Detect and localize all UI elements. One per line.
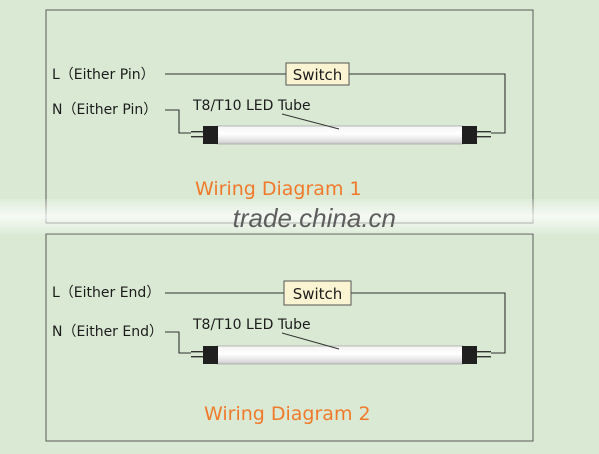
- watermark-band: [0, 199, 599, 234]
- live-label: L（Either Pin）: [52, 67, 155, 83]
- live-wire: [165, 73, 506, 134]
- neutral-wire: [165, 331, 191, 354]
- tube-right-pin: [477, 131, 491, 133]
- neutral-wire: [165, 109, 191, 134]
- led-tube: [191, 125, 491, 145]
- tube-left-pin: [191, 351, 203, 353]
- tube-label-leader: [281, 332, 340, 350]
- wiring-diagram-2: L（Either End） N（Either End） Switch T8/T1…: [45, 233, 534, 442]
- watermark-text: trade.china.cn: [233, 203, 396, 233]
- tube-right-cap: [462, 346, 477, 364]
- tube-label: T8/T10 LED Tube: [192, 98, 311, 114]
- wiring-diagram-1: L（Either Pin） N（Either Pin） Switch T8/T1…: [45, 9, 534, 224]
- tube-left-cap: [203, 126, 218, 144]
- tube-body: [216, 125, 464, 145]
- tube-left-pin: [191, 356, 203, 358]
- tube-label-leader: [281, 113, 340, 130]
- switch-label: Switch: [293, 66, 343, 84]
- watermark: trade.china.cn: [0, 199, 599, 234]
- tube-right-pin: [477, 356, 491, 358]
- switch: Switch: [283, 280, 352, 306]
- tube-right-pin: [477, 351, 491, 353]
- tube-label: T8/T10 LED Tube: [192, 317, 311, 333]
- switch-label: Switch: [293, 285, 343, 303]
- tube-left-pin: [191, 131, 203, 133]
- diagram-2-title: Wiring Diagram 2: [204, 403, 371, 425]
- switch-box: [283, 280, 352, 306]
- led-tube: [191, 345, 491, 365]
- live-wire: [165, 292, 506, 354]
- neutral-label: N（Either End）: [52, 324, 163, 340]
- live-label: L（Either End）: [52, 285, 160, 301]
- switch: Switch: [285, 62, 350, 86]
- neutral-label: N（Either Pin）: [52, 102, 157, 118]
- switch-box: [285, 62, 350, 86]
- tube-right-pin: [477, 136, 491, 138]
- tube-right-cap: [462, 126, 477, 144]
- tube-left-pin: [191, 136, 203, 138]
- tube-body: [216, 345, 464, 365]
- tube-left-cap: [203, 346, 218, 364]
- diagram-1-title: Wiring Diagram 1: [195, 178, 362, 200]
